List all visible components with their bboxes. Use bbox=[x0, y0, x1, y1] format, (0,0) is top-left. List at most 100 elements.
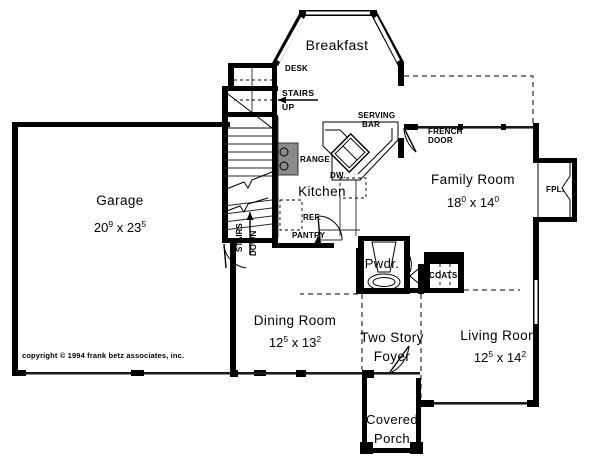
dining-window-mullion bbox=[296, 370, 306, 377]
foyer-labels: Two Story Foyer bbox=[360, 330, 424, 364]
breakfast-window-right-side bbox=[399, 86, 403, 138]
garage-door-opening-2 bbox=[144, 372, 254, 375]
stairs-door-panel bbox=[223, 243, 227, 269]
stairs-down-arrowhead bbox=[246, 212, 254, 220]
range-label: RANGE bbox=[300, 155, 330, 164]
powder-top-wall bbox=[358, 236, 410, 241]
kitchen-sink bbox=[329, 132, 371, 174]
serving-bar-inner-edge bbox=[325, 129, 349, 139]
family-window-3 bbox=[506, 126, 533, 129]
pantry-arrow bbox=[314, 236, 322, 244]
stair-break-line-lower bbox=[223, 197, 269, 213]
breakfast-bay bbox=[228, 10, 404, 158]
stair-tread bbox=[223, 207, 273, 215]
entry-door-panel bbox=[389, 345, 410, 373]
foyer-name-line1: Two Story bbox=[360, 330, 424, 345]
breakfast-right-wall-lower bbox=[398, 138, 404, 158]
sink-outer bbox=[329, 132, 371, 174]
breakfast-left-wall bbox=[228, 63, 234, 86]
stairs-down-label: STAIRS bbox=[235, 223, 244, 252]
breakfast-window-top bbox=[306, 11, 370, 15]
serving-bar-label-line1: SERVING bbox=[358, 111, 395, 120]
range-burner-2 bbox=[279, 161, 289, 171]
range-burner-1 bbox=[279, 147, 289, 157]
dining-room-dim: 125 x 132 bbox=[269, 334, 321, 350]
sink-divider bbox=[342, 145, 358, 161]
living-room-labels: Living Room 125 x 142 bbox=[460, 280, 539, 365]
covered-porch-area: Covered Porch bbox=[360, 345, 423, 454]
stairs-right-wall bbox=[272, 115, 278, 243]
stair-tread bbox=[223, 223, 273, 231]
stairs-assembly: STAIRS UP STAIRS DOWN bbox=[222, 86, 318, 269]
breakfast-window-left bbox=[277, 17, 304, 62]
foyer-name-line2: Foyer bbox=[374, 349, 411, 364]
dining-foyer-wall bbox=[356, 248, 362, 294]
family-window-mullion-2 bbox=[501, 124, 506, 130]
stair-landing-diagonal bbox=[223, 90, 273, 129]
dining-room-name: Dining Room bbox=[254, 313, 336, 328]
stair-tread bbox=[223, 199, 273, 207]
porch-left-wall bbox=[362, 378, 367, 452]
interior-dividers bbox=[300, 248, 520, 400]
dining-room-labels: Dining Room 125 x 132 bbox=[254, 313, 336, 350]
living-window-bottom bbox=[434, 402, 533, 405]
garage-bottom-left-jamb bbox=[12, 370, 26, 376]
stairs-left-wall bbox=[222, 86, 228, 243]
family-room-name: Family Room bbox=[431, 172, 515, 187]
dishwasher-label: DW. bbox=[330, 171, 346, 180]
pantry-bottom-wall bbox=[272, 243, 334, 248]
pantry-label: PANTRY bbox=[292, 231, 326, 240]
garage-left-wall bbox=[12, 122, 18, 375]
kitchen-room-name: Kitchen bbox=[298, 184, 346, 199]
porch-right-wall bbox=[416, 378, 421, 452]
family-room-area: FRENCH DOOR FPL. Family Room 180 x 140 bbox=[403, 75, 571, 219]
desk-label: DESK bbox=[285, 64, 308, 73]
garage-top-wall bbox=[12, 122, 230, 127]
garage-room-name: Garage bbox=[96, 193, 143, 208]
family-top-left-post bbox=[404, 124, 418, 130]
porch-post-right bbox=[410, 442, 423, 454]
porch-header-left bbox=[374, 372, 420, 375]
serving-bar-outline bbox=[322, 121, 399, 181]
powder-room-name: Pwdr. bbox=[365, 256, 400, 271]
powder-toilet-bowl bbox=[372, 277, 396, 287]
family-window-mullion-1 bbox=[458, 124, 463, 130]
coats-left-wall bbox=[424, 252, 430, 290]
coats-bottom-wall bbox=[410, 288, 464, 293]
garage-door-opening-1 bbox=[26, 372, 131, 375]
living-room-name: Living Room bbox=[460, 328, 539, 343]
family-window-1 bbox=[418, 126, 458, 129]
coats-label: COATS bbox=[429, 271, 458, 280]
foyer-bottom-left-post bbox=[362, 370, 374, 378]
powder-right-wall bbox=[404, 236, 410, 294]
living-window-right bbox=[534, 280, 538, 324]
dining-window-1 bbox=[238, 372, 296, 375]
living-room-dim: 125 x 142 bbox=[474, 349, 526, 365]
dining-window-2 bbox=[306, 372, 362, 375]
stairs-down-direction: DOWN bbox=[249, 230, 258, 256]
stairs-up-direction: UP bbox=[282, 102, 294, 112]
porch-post-left bbox=[360, 442, 373, 454]
living-bottom-right-post bbox=[527, 400, 539, 407]
breakfast-window-right bbox=[374, 16, 400, 62]
garage-door-center-post bbox=[131, 370, 144, 376]
family-window-2 bbox=[463, 126, 501, 129]
range-body bbox=[278, 143, 298, 175]
right-wall-upper bbox=[533, 123, 539, 161]
porch-bottom-wall bbox=[362, 448, 421, 453]
desk-bottom-wall bbox=[228, 112, 277, 117]
copyright-notice: copyright © 1994 frank betz associates, … bbox=[22, 351, 184, 360]
fireplace-label: FPL. bbox=[546, 185, 564, 194]
powder-bottom-wall bbox=[358, 288, 410, 294]
pantry-door-swing bbox=[317, 215, 343, 241]
french-door-label-line2: DOOR bbox=[428, 136, 453, 145]
french-door-panel bbox=[403, 127, 417, 153]
kitchen-area: RANGE REF. Kitchen SERVING BAR DW. bbox=[272, 111, 399, 248]
porch-name-line1: Covered bbox=[366, 412, 418, 427]
coats-closet: COATS bbox=[409, 252, 464, 293]
refrigerator-outline bbox=[279, 199, 303, 231]
powder-door-swing bbox=[403, 247, 412, 273]
coats-right-wall bbox=[458, 252, 464, 290]
